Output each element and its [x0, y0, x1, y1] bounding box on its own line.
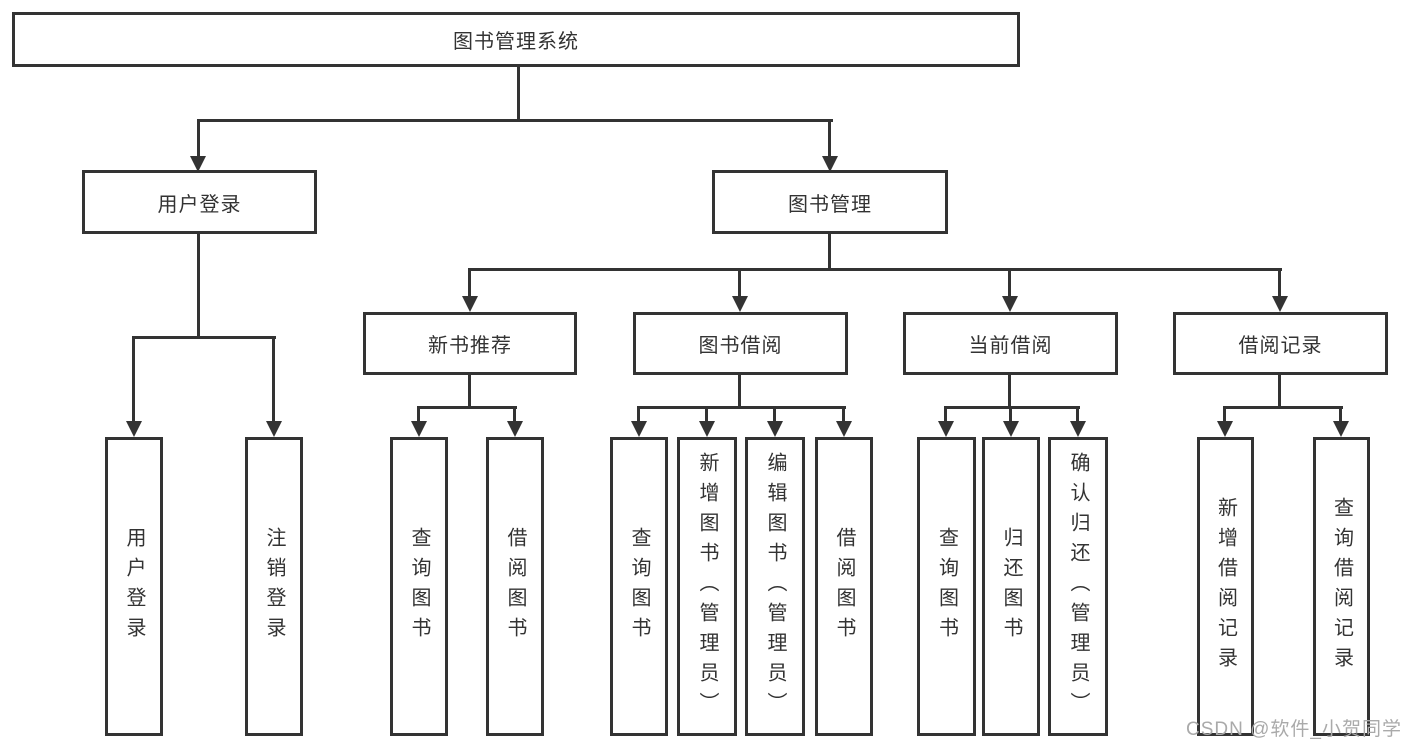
leaf-label: 查询图书 [628, 526, 650, 647]
arrowhead-down-icon [1070, 421, 1086, 437]
leaf-borrowing-query-books: 查询图书 [610, 437, 668, 736]
connector-line [513, 406, 516, 423]
leaf-label: 查询图书 [408, 526, 430, 647]
arrowhead-down-icon [507, 421, 523, 437]
connector-line [828, 234, 831, 271]
arrowhead-down-icon [1003, 421, 1019, 437]
connector-line [944, 406, 1080, 409]
leaf-user-login: 用户登录 [105, 437, 163, 736]
arrowhead-down-icon [1002, 296, 1018, 312]
leaf-label: 借阅图书 [504, 526, 526, 647]
leaf-label: 归还图书 [1000, 526, 1022, 647]
leaf-current-return-books: 归还图书 [982, 437, 1040, 736]
leaf-label: 用户登录 [123, 526, 145, 647]
connector-line [944, 406, 947, 423]
connector-line [132, 336, 135, 423]
arrowhead-down-icon [1272, 296, 1288, 312]
arrowhead-down-icon [190, 156, 206, 172]
leaf-label: 新增图书（管理员） [696, 451, 718, 722]
node-library-system: 图书管理系统 [12, 12, 1020, 67]
connector-line [197, 119, 833, 122]
connector-line [842, 406, 845, 423]
leaf-records-add-record: 新增借阅记录 [1197, 437, 1254, 736]
connector-line [197, 234, 200, 339]
watermark-text: CSDN @软件_小贺同学 [1186, 719, 1402, 740]
connector-line [1278, 375, 1281, 409]
node-label: 图书管理系统 [453, 31, 579, 53]
connector-line [637, 406, 640, 423]
node-new-book-recommendation: 新书推荐 [363, 312, 577, 375]
connector-line [417, 406, 517, 409]
node-current-borrowing: 当前借阅 [903, 312, 1118, 375]
arrowhead-down-icon [631, 421, 647, 437]
leaf-label: 新增借阅记录 [1214, 496, 1237, 677]
connector-line [773, 406, 776, 423]
connector-line [1076, 406, 1079, 423]
arrowhead-down-icon [411, 421, 427, 437]
arrowhead-down-icon [822, 156, 838, 172]
leaf-current-query-books: 查询图书 [917, 437, 976, 736]
node-book-borrowing: 图书借阅 [633, 312, 848, 375]
node-borrowing-records: 借阅记录 [1173, 312, 1388, 375]
node-book-management: 图书管理 [712, 170, 948, 234]
connector-line [133, 336, 276, 339]
leaf-label: 编辑图书（管理员） [764, 451, 786, 722]
node-label: 新书推荐 [428, 335, 512, 357]
connector-line [1223, 406, 1343, 409]
leaf-current-confirm-return-admin: 确认归还（管理员） [1048, 437, 1108, 736]
leaf-records-query-record: 查询借阅记录 [1313, 437, 1370, 736]
leaf-borrowing-add-books-admin: 新增图书（管理员） [677, 437, 737, 736]
connector-line [1009, 406, 1012, 423]
arrowhead-down-icon [767, 421, 783, 437]
node-label: 当前借阅 [968, 335, 1053, 357]
leaf-borrowing-borrow-books: 借阅图书 [815, 437, 873, 736]
node-label: 图书管理 [788, 193, 872, 216]
arrowhead-down-icon [1333, 421, 1349, 437]
node-label: 用户登录 [157, 193, 242, 216]
connector-line [197, 119, 200, 158]
connector-line [828, 119, 831, 158]
connector-line [738, 268, 741, 298]
arrowhead-down-icon [938, 421, 954, 437]
leaf-logout: 注销登录 [245, 437, 303, 736]
connector-line [637, 406, 846, 409]
leaf-label: 确认归还（管理员） [1067, 451, 1089, 722]
arrowhead-down-icon [732, 296, 748, 312]
leaf-label: 借阅图书 [833, 526, 855, 647]
connector-line [1339, 406, 1342, 423]
connector-line [1278, 268, 1281, 298]
connector-line [468, 268, 471, 298]
arrowhead-down-icon [462, 296, 478, 312]
arrowhead-down-icon [126, 421, 142, 437]
leaf-recommend-query-books: 查询图书 [390, 437, 448, 736]
connector-line [272, 336, 275, 423]
arrowhead-down-icon [1217, 421, 1233, 437]
arrowhead-down-icon [266, 421, 282, 437]
connector-line [517, 67, 520, 122]
connector-line [738, 375, 741, 409]
connector-line [1223, 406, 1226, 423]
node-label: 图书借阅 [698, 335, 783, 357]
node-label: 借阅记录 [1238, 335, 1323, 357]
connector-line [1008, 268, 1011, 298]
connector-line [468, 375, 471, 409]
leaf-label: 查询图书 [935, 526, 958, 647]
node-user-login: 用户登录 [82, 170, 317, 234]
leaf-recommend-borrow-books: 借阅图书 [486, 437, 544, 736]
arrowhead-down-icon [836, 421, 852, 437]
arrowhead-down-icon [699, 421, 715, 437]
connector-line [1008, 375, 1011, 409]
connector-line [417, 406, 420, 423]
connector-line [468, 268, 1282, 271]
leaf-label: 查询借阅记录 [1330, 496, 1353, 677]
leaf-borrowing-edit-books-admin: 编辑图书（管理员） [745, 437, 805, 736]
leaf-label: 注销登录 [263, 526, 285, 647]
connector-line [705, 406, 708, 423]
